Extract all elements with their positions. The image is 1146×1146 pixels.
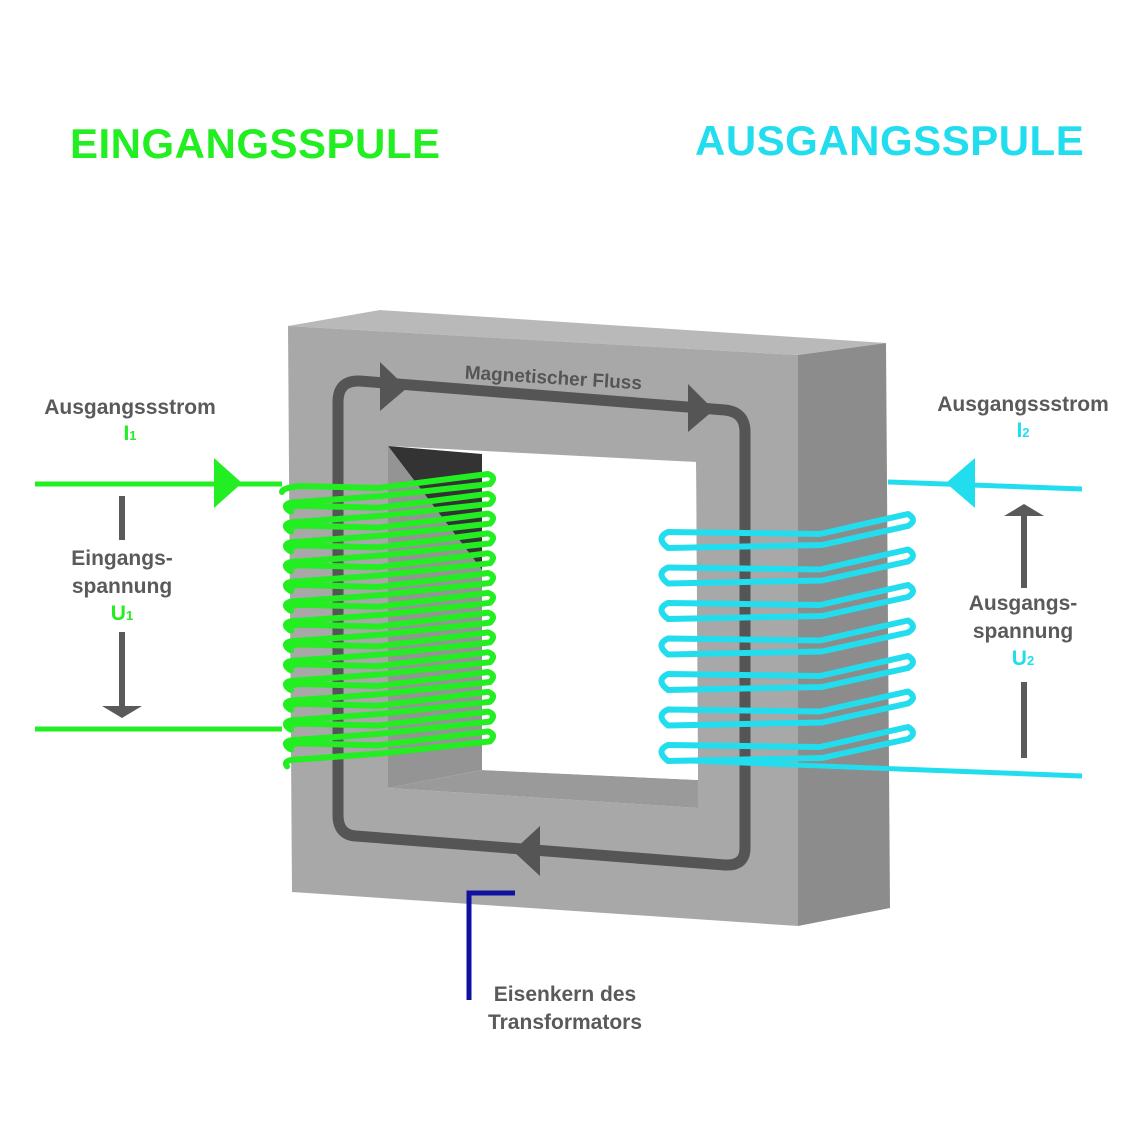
current-arrow-icon: [214, 458, 242, 508]
output-current-symbol: I2: [1016, 419, 1030, 442]
input-current-symbol: I1: [123, 422, 137, 445]
window-inner-bottom: [388, 770, 698, 808]
flux-arrow-icon: [380, 362, 407, 411]
primary-coil-turn: [282, 570, 496, 611]
primary-coil-turn: [282, 688, 496, 730]
output-voltage-arrow: [1004, 504, 1044, 758]
core-top-face: [288, 310, 886, 355]
secondary-coil-turn: [658, 617, 916, 658]
secondary-coil-turn: [658, 688, 916, 729]
primary-coil-turn: [282, 550, 496, 592]
arrow-up-icon: [1004, 504, 1044, 516]
input-voltage-symbol: U1: [110, 602, 134, 625]
core-pointer-line: [466, 890, 515, 1000]
primary-coil-turn: [282, 510, 496, 552]
window-back-opening: [482, 454, 698, 780]
input-current-label: Ausgangssstrom: [44, 396, 216, 419]
output-coil-title: AUSGANGSSPULE: [695, 117, 1085, 164]
primary-coil-turn: [282, 669, 496, 710]
output-voltage-label-line1: Ausgangs-: [968, 592, 1078, 615]
iron-core-label-line2: Transformators: [487, 1011, 643, 1034]
arrow-down-icon: [102, 706, 142, 718]
secondary-coil-turn: [658, 582, 916, 622]
secondary-circuit: [658, 458, 1083, 779]
input-voltage-label-line1: Eingangs-: [71, 547, 173, 570]
output-voltage-symbol: U2: [1011, 647, 1035, 670]
primary-coil-turn: [282, 728, 496, 770]
current-arrow-icon: [946, 458, 975, 508]
primary-circuit: [35, 458, 496, 770]
input-coil-title: EINGANGSSPULE: [70, 120, 441, 167]
primary-coil-turn: [282, 530, 496, 572]
input-voltage-arrow: [102, 496, 142, 718]
primary-coil-turn: [282, 708, 496, 750]
primary-coil-turn: [282, 490, 496, 532]
secondary-coil: [658, 511, 916, 764]
iron-core-label-line1: Eisenkern des: [493, 983, 637, 1006]
output-current-label: Ausgangssstrom: [937, 393, 1109, 416]
input-voltage-label-line2: spannung: [71, 575, 173, 598]
secondary-coil-turn: [658, 546, 916, 587]
primary-coil-turn: [279, 471, 496, 512]
secondary-coil-turn: [658, 653, 916, 693]
primary-coil: [279, 471, 496, 770]
output-voltage-label-line2: spannung: [972, 620, 1074, 643]
flux-arrow-icon: [688, 384, 714, 432]
secondary-coil-turn: [658, 511, 916, 551]
magnetic-flux-path: [332, 362, 751, 876]
primary-coil-turn: [282, 629, 496, 671]
flux-arrow-icon: [513, 826, 540, 876]
primary-coil-turn: [282, 649, 496, 691]
primary-coil-turn: [282, 609, 496, 651]
primary-coil-turn: [282, 589, 496, 631]
secondary-coil-turn: [658, 724, 916, 764]
